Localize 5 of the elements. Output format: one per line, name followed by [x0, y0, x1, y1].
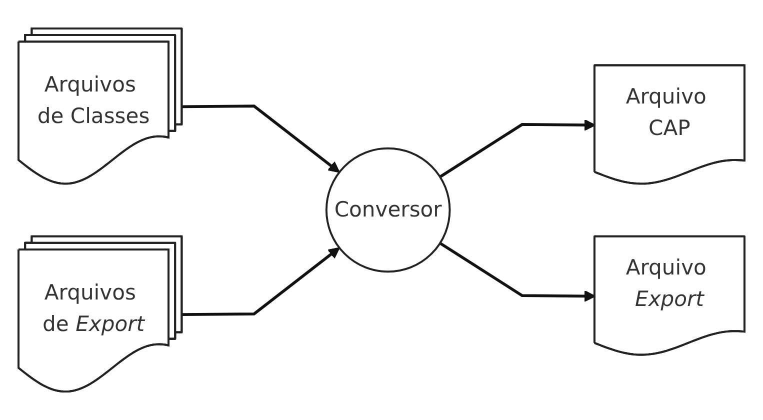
node-circle: Conversor — [325, 147, 451, 273]
arrow — [182, 247, 340, 316]
arrow — [439, 242, 596, 302]
arrow — [439, 119, 596, 178]
arrow — [182, 104, 340, 173]
